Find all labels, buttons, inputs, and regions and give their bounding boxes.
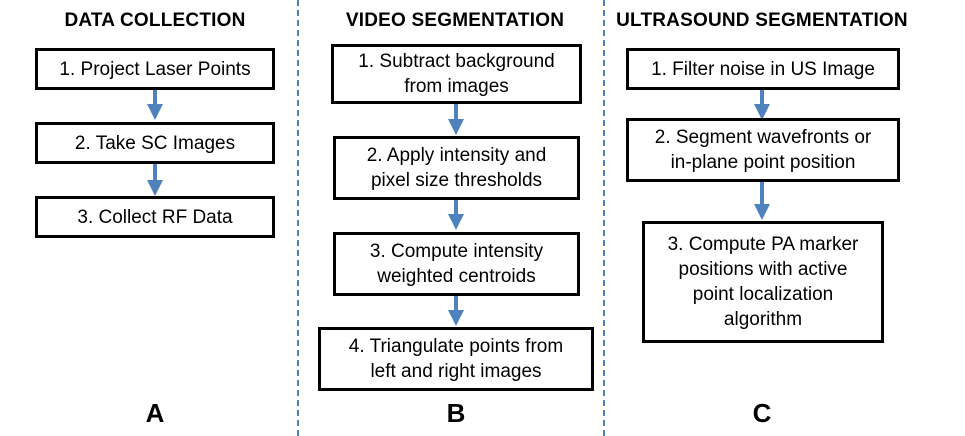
heading-data-collection: DATA COLLECTION (64, 10, 246, 31)
panel-label-a: A (145, 398, 165, 428)
column-divider-left (297, 0, 299, 436)
panel-label-c: C (752, 398, 772, 428)
step-b-2: 2. Apply intensity and pixel size thresh… (333, 136, 580, 200)
panel-label-b: B (446, 398, 466, 428)
column-divider-right (603, 0, 605, 436)
heading-video-segmentation: VIDEO SEGMENTATION (345, 10, 565, 31)
step-c-2: 2. Segment wavefronts or in-plane point … (626, 118, 900, 182)
step-a-1: 1. Project Laser Points (35, 48, 275, 90)
heading-ultrasound-segmentation: ULTRASOUND SEGMENTATION (616, 10, 908, 31)
step-c-3: 3. Compute PA marker positions with acti… (642, 221, 884, 343)
step-a-2: 2. Take SC Images (35, 122, 275, 164)
step-c-1: 1. Filter noise in US Image (626, 48, 900, 90)
step-a-3: 3. Collect RF Data (35, 196, 275, 238)
step-b-1: 1. Subtract background from images (331, 44, 582, 104)
step-b-4: 4. Triangulate points from left and righ… (318, 327, 594, 391)
step-b-3: 3. Compute intensity weighted centroids (333, 232, 580, 296)
